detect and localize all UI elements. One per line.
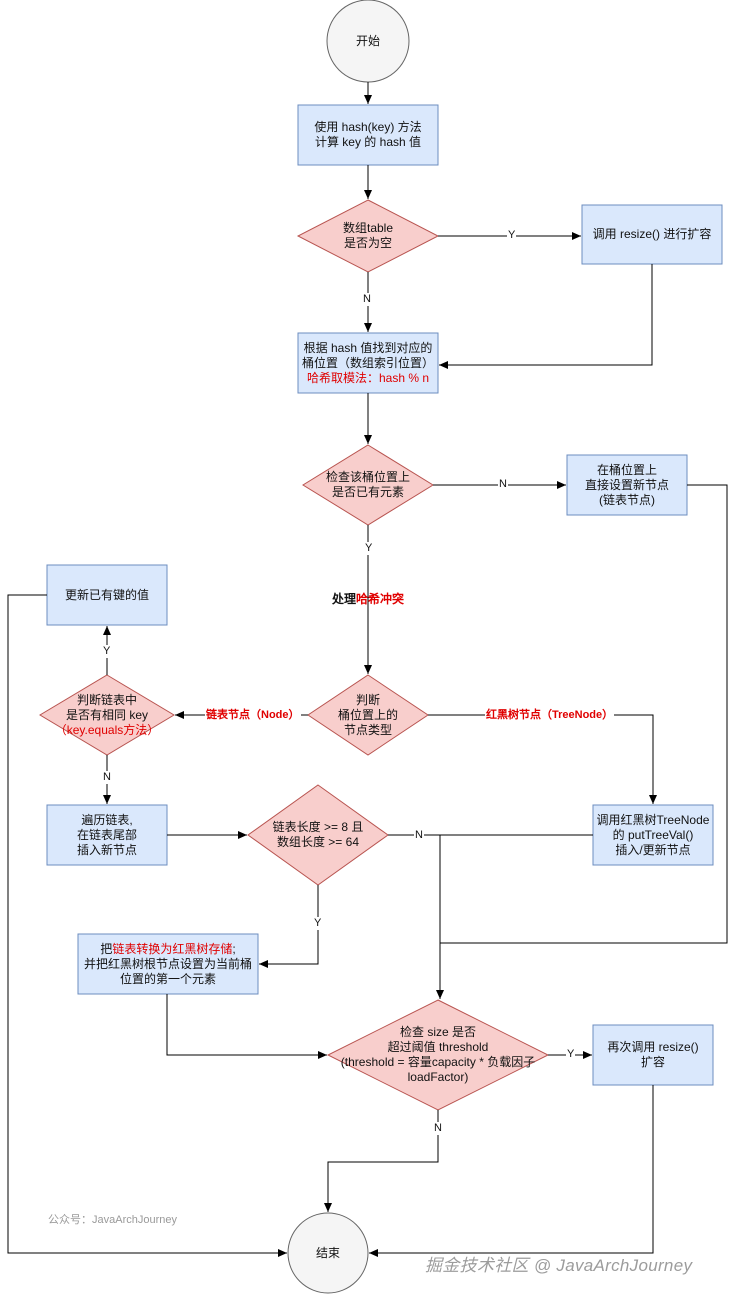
resize-label: 调用 resize() 进行扩容 [582,205,722,264]
edge-label-n-samekey: N [102,771,112,784]
put-tree-val-box [592,804,714,866]
traverse-line2: 在链表尾部 [76,827,137,842]
edge-label-y-length: Y [313,917,323,930]
bucket-position-label: 根据 hash 值找到对应的 桶位置（数组索引位置） 哈希取模法：hash % … [298,333,438,393]
edge-label-n-size: N [433,1122,443,1135]
check-bucket-line2: 是否已有元素 [331,485,404,499]
traverse-list-label: 遍历链表, 在链表尾部 插入新节点 [47,805,167,865]
convert-line3: 位置的第一个元素 [119,971,216,986]
hash-mod-note: 哈希取模法：hash % n [306,370,430,385]
put-tree-line2: 的 putTreeVal() [612,827,694,842]
same-key-line2: 是否有相同 key [65,707,148,722]
resize-again-label: 再次调用 resize() 扩容 [593,1025,713,1085]
edge-label-tree-node: 红黑树节点（TreeNode） [485,709,615,722]
edge-update-end [7,594,287,1257]
collision-text: 处理哈希冲突 [332,592,404,607]
table-empty-line2: 是否为空 [343,236,392,250]
edge-length-convert [259,885,319,968]
size-check-line4: loadFactor) [407,1070,469,1084]
size-check-line3: (threshold = 容量capacity * 负载因子 [340,1055,536,1069]
resize-again-box [592,1024,714,1086]
compute-hash-line2: 计算 key 的 hash 值 [314,135,422,149]
edge-label-n-empty: N [362,293,372,306]
end-text: 结束 [315,1245,340,1260]
update-value-text: 更新已有键的值 [64,587,149,602]
length-check-label: 链表长度 >= 8 且 数组长度 >= 64 [248,785,388,885]
judge-node-type-label: 判断 桶位置上的 节点类型 [308,675,428,755]
end-label: 结束 [288,1213,368,1293]
resize-again-line2: 扩容 [640,1055,665,1069]
edge-resize-bucket [439,264,653,369]
put-tree-val-label: 调用红黑树TreeNode 的 putTreeVal() 插入/更新节点 [593,805,713,865]
traverse-list-box [46,804,168,866]
judge-node-type-decision [307,674,429,756]
judge-type-line1: 判断 [355,692,380,707]
collision-prefix: 处理 [331,591,356,606]
judge-type-line2: 桶位置上的 [337,707,398,722]
start-label: 开始 [327,0,409,82]
bucket-position-line1: 根据 hash 值找到对应的 [303,340,433,355]
size-check-line2: 超过阈值 threshold [387,1040,489,1054]
compute-hash-label: 使用 hash(key) 方法 计算 key 的 hash 值 [298,105,438,165]
compute-hash-line1: 使用 hash(key) 方法 [314,120,422,134]
set-node-line1: 在桶位置上 [596,462,657,477]
table-empty-line1: 数组table [342,221,394,235]
edge-label-y-check: Y [364,542,374,555]
edge-sizecheck-end [324,1110,439,1212]
edge-setnode-join [440,484,728,944]
key-equals-note: （key.equals方法） [54,722,160,737]
traverse-line3: 插入新节点 [76,842,137,857]
check-bucket-label: 检查该桶位置上 是否已有元素 [303,445,433,525]
end-node [287,1212,369,1294]
convert-tree-box [77,933,259,995]
edge-label-y-size: Y [566,1048,576,1061]
convert-line2: 并把红黑树根节点设置为当前桶 [83,956,252,971]
resize-again-line1: 再次调用 resize() [607,1040,699,1054]
set-node-line3: (链表节点) [599,492,655,507]
update-value-label: 更新已有键的值 [47,565,167,625]
set-node-line2: 直接设置新节点 [584,477,669,492]
edge-judge-puttree [428,714,657,804]
size-check-label: 检查 size 是否 超过阈值 threshold (threshold = 容… [328,1000,548,1110]
set-node-label: 在桶位置上 直接设置新节点 (链表节点) [567,455,687,515]
update-value-box [46,564,168,626]
juejin-watermark: 掘金技术社区 @ JavaArchJourney [425,1256,693,1275]
same-key-line1: 判断链表中 [76,692,137,707]
edge-convert-sizecheck [166,994,327,1059]
edge-label-n-check: N [498,478,508,491]
size-check-line1: 检查 size 是否 [399,1025,476,1039]
edge-label-n-length: N [414,829,424,842]
resize-text: 调用 resize() 进行扩容 [592,227,712,241]
put-tree-line1: 调用红黑树TreeNode [596,812,710,827]
collision-label: 处理哈希冲突 [318,590,418,608]
bucket-position-box [297,332,439,394]
convert-prefix: 把 [100,941,113,956]
start-text: 开始 [355,33,380,48]
convert-tree-label: 把链表转换为红黑树存储; 并把红黑树根节点设置为当前桶 位置的第一个元素 [78,934,258,994]
judge-type-line3: 节点类型 [343,722,392,737]
table-empty-label: 数组table 是否为空 [298,200,438,272]
convert-highlight: 链表转换为红黑树存储 [112,941,233,956]
edge-resizeagain-end [369,1085,654,1257]
check-bucket-line1: 检查该桶位置上 [325,470,410,484]
edge-label-y-samekey: Y [102,645,112,658]
same-key-label: 判断链表中 是否有相同 key （key.equals方法） [40,675,174,755]
convert-line1: 把链表转换为红黑树存储; [100,942,235,957]
bucket-position-line2: 桶位置（数组索引位置） [301,355,434,370]
collision-highlight: 哈希冲突 [356,591,405,606]
compute-hash-box [297,104,439,166]
wechat-watermark: 公众号：JavaArchJourney [48,1214,177,1226]
length-check-line2: 数组长度 >= 64 [276,835,360,849]
length-check-line1: 链表长度 >= 8 且 [272,820,364,834]
traverse-line1: 遍历链表, [81,812,133,827]
convert-suffix: ; [232,941,236,956]
edge-label-y-empty: Y [507,229,517,242]
put-tree-line3: 插入/更新节点 [615,842,691,857]
edge-label-linked-node: 链表节点（Node） [205,709,301,722]
